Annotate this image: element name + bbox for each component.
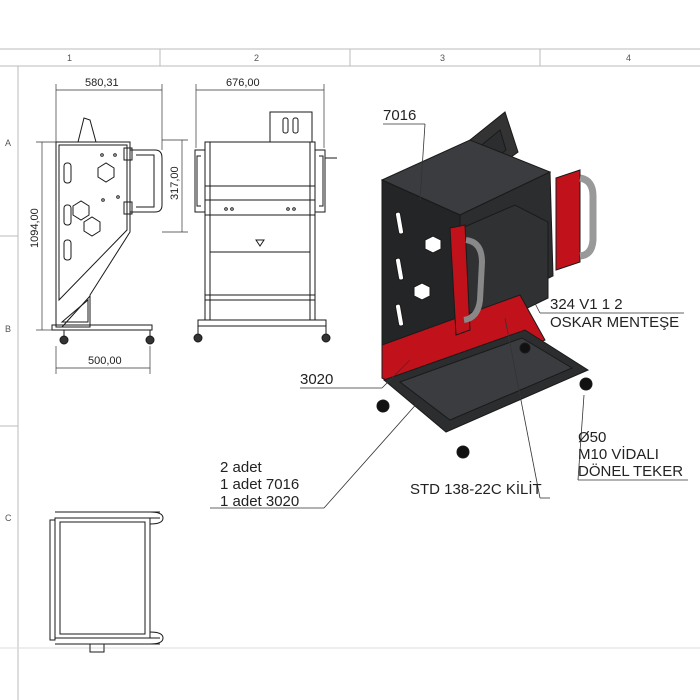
- zone-col-1: 1: [67, 53, 72, 63]
- callout-lock: STD 138-22C KİLİT: [410, 480, 542, 498]
- callout-hinge-code: 324 V1 1 2: [550, 296, 623, 313]
- dim-base-width: 500,00: [88, 355, 122, 367]
- dim-front-width: 676,00: [226, 77, 260, 89]
- isometric-view: [376, 111, 597, 459]
- zone-col-3: 3: [440, 53, 445, 63]
- callout-ral-3020: 3020: [300, 371, 333, 388]
- callout-qty-7016: 1 adet 7016: [220, 476, 299, 493]
- dim-handle-height: 317,00: [169, 166, 181, 200]
- callout-ral-7016: 7016: [383, 107, 416, 124]
- front-view: [193, 111, 337, 343]
- side-view-dimensions: [36, 84, 188, 374]
- callout-wheel-screw: M10 VİDALI: [578, 445, 659, 463]
- zone-row-b: B: [5, 324, 11, 334]
- zone-row-c: C: [5, 513, 12, 523]
- top-view: [49, 511, 164, 653]
- front-view-dimensions: [195, 84, 325, 148]
- zone-col-4: 4: [626, 53, 631, 63]
- callout-qty-total: 2 adet: [220, 459, 263, 476]
- callout-hinge-name: OSKAR MENTEŞE: [550, 314, 679, 331]
- zone-row-a: A: [5, 138, 11, 148]
- zone-col-2: 2: [254, 53, 259, 63]
- callout-wheel-type: DÖNEL TEKER: [578, 462, 683, 480]
- caster-wheels: [376, 342, 593, 459]
- side-view: [51, 117, 163, 345]
- callout-wheel-size: Ø50: [578, 429, 606, 446]
- dim-total-height: 1094,00: [29, 208, 41, 248]
- sheet-frame: [0, 48, 700, 700]
- callout-leaders: [210, 123, 688, 509]
- dim-side-width: 580,31: [85, 77, 119, 89]
- callout-qty-3020: 1 adet 3020: [220, 493, 299, 510]
